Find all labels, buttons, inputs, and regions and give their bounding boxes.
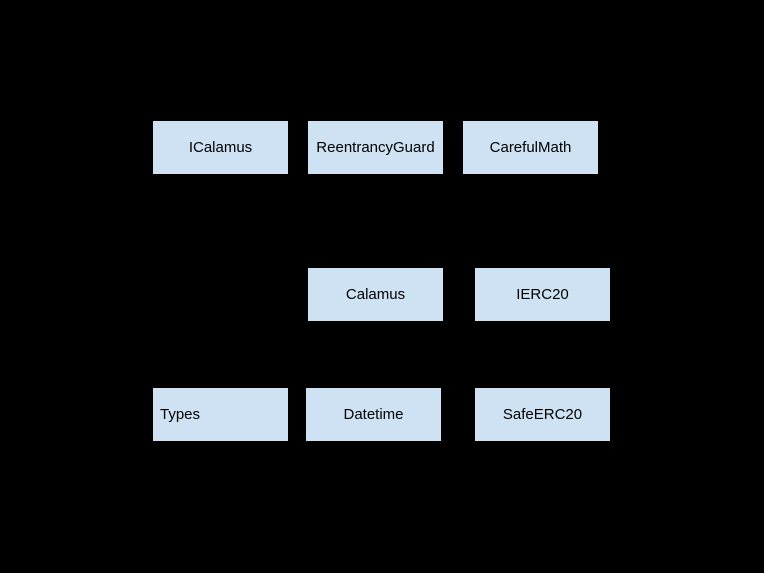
node-calamus: Calamus: [307, 267, 444, 322]
node-icalamus: ICalamus: [152, 120, 289, 175]
node-ierc20: IERC20: [474, 267, 611, 322]
node-reentrancy-guard: ReentrancyGuard: [307, 120, 444, 175]
node-safe-erc20: SafeERC20: [474, 387, 611, 442]
node-careful-math: CarefulMath: [462, 120, 599, 175]
node-datetime: Datetime: [305, 387, 442, 442]
node-types: Types: [152, 387, 289, 442]
